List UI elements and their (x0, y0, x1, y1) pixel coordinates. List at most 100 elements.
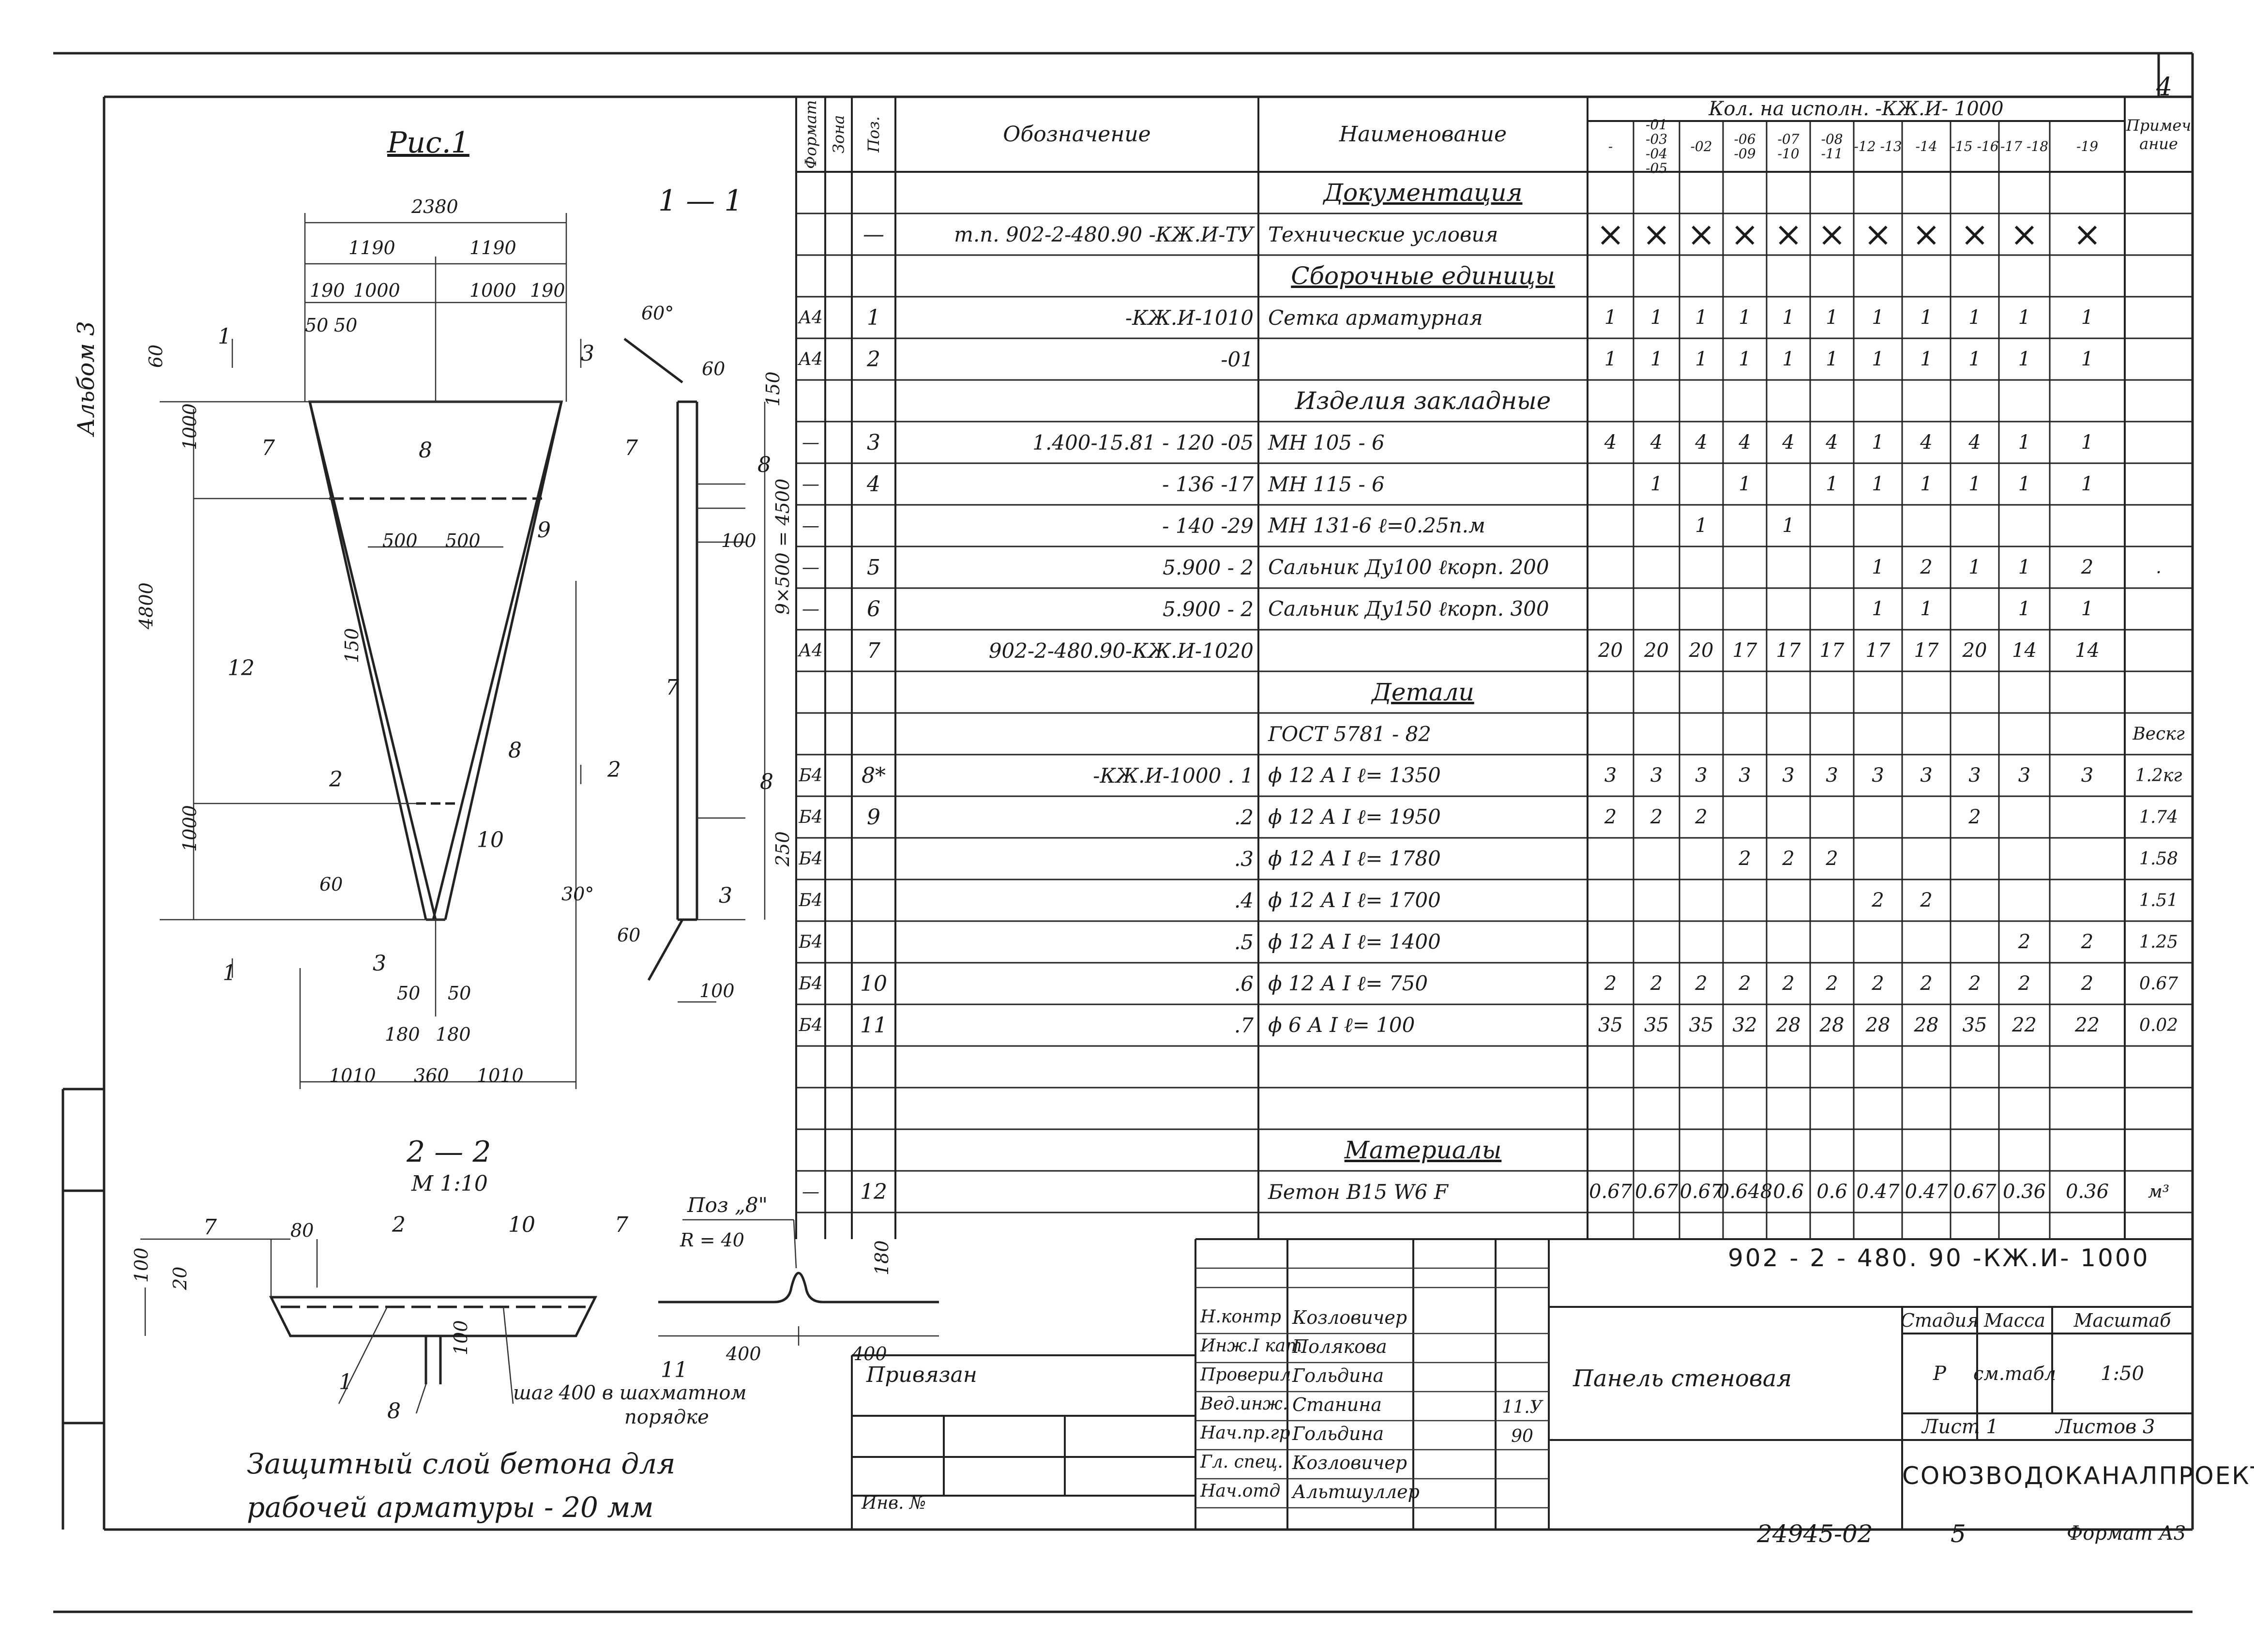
callout-label: 8 (760, 770, 773, 794)
dimension-d9x500: 9×500 = 4500 (772, 478, 793, 615)
row-name: Сальник Ду150 ℓкорп. 300 (1268, 597, 1549, 621)
qty-cell: 17 (1776, 639, 1801, 662)
qty-cell: 1 (1872, 556, 1884, 578)
row-pos: 2 (867, 347, 880, 372)
row-format: Б4 (799, 807, 823, 827)
stage-value: Р (1933, 1362, 1946, 1385)
header-note: Примечание (2126, 116, 2192, 153)
qty-cell: 1 (1872, 598, 1884, 620)
dimension-d100c: 100 (131, 1247, 152, 1283)
qty-cell: 28 (1865, 1014, 1891, 1036)
dimension-d60b: 60 (319, 874, 343, 895)
row-pos: — (863, 222, 884, 247)
qty-cell (1951, 921, 1999, 963)
row-designation: .2 (1234, 805, 1254, 829)
callout-label: 2 (607, 758, 621, 782)
row-note (2125, 422, 2193, 463)
row-note (2125, 338, 2193, 380)
qty-cell (2050, 879, 2125, 921)
qty-cell: 28 (1776, 1014, 1801, 1036)
row-designation: 5.900 - 2 (1163, 597, 1254, 621)
qty-cell: 0.36 (2065, 1181, 2109, 1203)
qty-cell (1634, 713, 1679, 755)
header-zone: Зона (829, 115, 848, 154)
row-format: Б4 (799, 765, 823, 786)
row-designation (905, 1171, 1254, 1212)
row-name: ϕ 12 А I ℓ= 1700 (1268, 888, 1441, 912)
qty-cell (2050, 505, 2125, 546)
qty-cell: 3 (1920, 764, 1933, 787)
qty-cell (1951, 588, 1999, 630)
dimension-d50b: 50 (334, 315, 358, 336)
variant-header-2: -02 (1690, 138, 1712, 154)
variant-header-0: - (1608, 138, 1613, 154)
qty-cell: × (1960, 214, 1989, 254)
qty-cell: 1 (1782, 306, 1795, 329)
qty-cell: 1 (2018, 348, 2031, 370)
section-2-2-scale: М 1:10 (411, 1171, 488, 1196)
spec-table-grid (795, 97, 2193, 1239)
qty-cell: 2 (1826, 972, 1838, 995)
qty-cell (1679, 879, 1723, 921)
dimension-d190a: 190 (310, 280, 345, 301)
qty-cell (1999, 796, 2050, 838)
row-pos (852, 838, 895, 879)
qty-cell (1588, 505, 1634, 546)
qty-cell (1634, 921, 1679, 963)
qty-cell: 1 (2081, 598, 2094, 620)
qty-cell: × (1774, 214, 1803, 254)
qty-cell: 28 (1819, 1014, 1845, 1036)
dimension-ang30: 30° (561, 883, 594, 905)
dimension-d1000a: 1000 (353, 280, 400, 301)
qty-cell (1999, 838, 2050, 879)
qty-cell: 2 (1968, 972, 1981, 995)
callout-label: 7 (615, 1212, 628, 1237)
qty-cell: 1 (1604, 306, 1617, 329)
qty-cell: 0.6 (1816, 1181, 1847, 1203)
row-format: Б4 (799, 849, 823, 869)
dimension-d1000v2: 1000 (179, 805, 200, 852)
dimension-d60c: 60 (617, 925, 641, 946)
row-pos: 11 (860, 1013, 887, 1038)
row-format: — (802, 515, 819, 536)
qty-cell: × (1596, 214, 1625, 254)
dimension-d180c: 180 (871, 1240, 893, 1275)
qty-cell: 3 (1968, 764, 1981, 787)
qty-cell: 4 (1650, 431, 1663, 454)
variant-header-4: -07 -10 (1777, 131, 1800, 162)
qty-cell: 2 (1604, 806, 1617, 828)
dimension-d100: 100 (721, 530, 756, 551)
qty-cell (1810, 546, 1854, 588)
dimension-d60d: 60 (702, 358, 726, 379)
row-designation: 5.900 - 2 (1163, 555, 1254, 579)
qty-cell: 2 (1872, 972, 1884, 995)
pos8-title: Поз „8" (687, 1193, 768, 1217)
dimension-d360: 360 (414, 1065, 449, 1086)
row-format: А4 (798, 349, 823, 369)
qty-cell (1999, 713, 2050, 755)
qty-cell: 2 (2081, 972, 2094, 995)
qty-cell (1679, 838, 1723, 879)
qty-cell (1902, 921, 1951, 963)
row-note: 1.51 (2139, 890, 2178, 910)
row-designation: -КЖ.И-1010 (1125, 305, 1254, 330)
dimension-d150: 150 (341, 628, 363, 663)
row-format: — (802, 599, 819, 619)
mass-label: Масса (1984, 1309, 2045, 1331)
dimension-d100d: 100 (450, 1320, 471, 1355)
qty-cell: 1 (1650, 473, 1663, 495)
header-format: Формат (802, 100, 820, 169)
qty-cell: 2 (1968, 806, 1981, 828)
inventory-sheet: 5 (1951, 1520, 1966, 1548)
section-2-2-drawing (269, 1296, 598, 1384)
qty-cell (1810, 505, 1854, 546)
row-pos (852, 713, 895, 755)
qty-cell (1634, 838, 1679, 879)
callout-label: 8 (419, 438, 432, 463)
callout-label: 3 (581, 341, 594, 366)
row-format: А4 (798, 640, 823, 661)
row-note (2125, 630, 2193, 671)
section-1-1-drawing (623, 338, 698, 981)
row-note: 1.74 (2139, 807, 2178, 827)
